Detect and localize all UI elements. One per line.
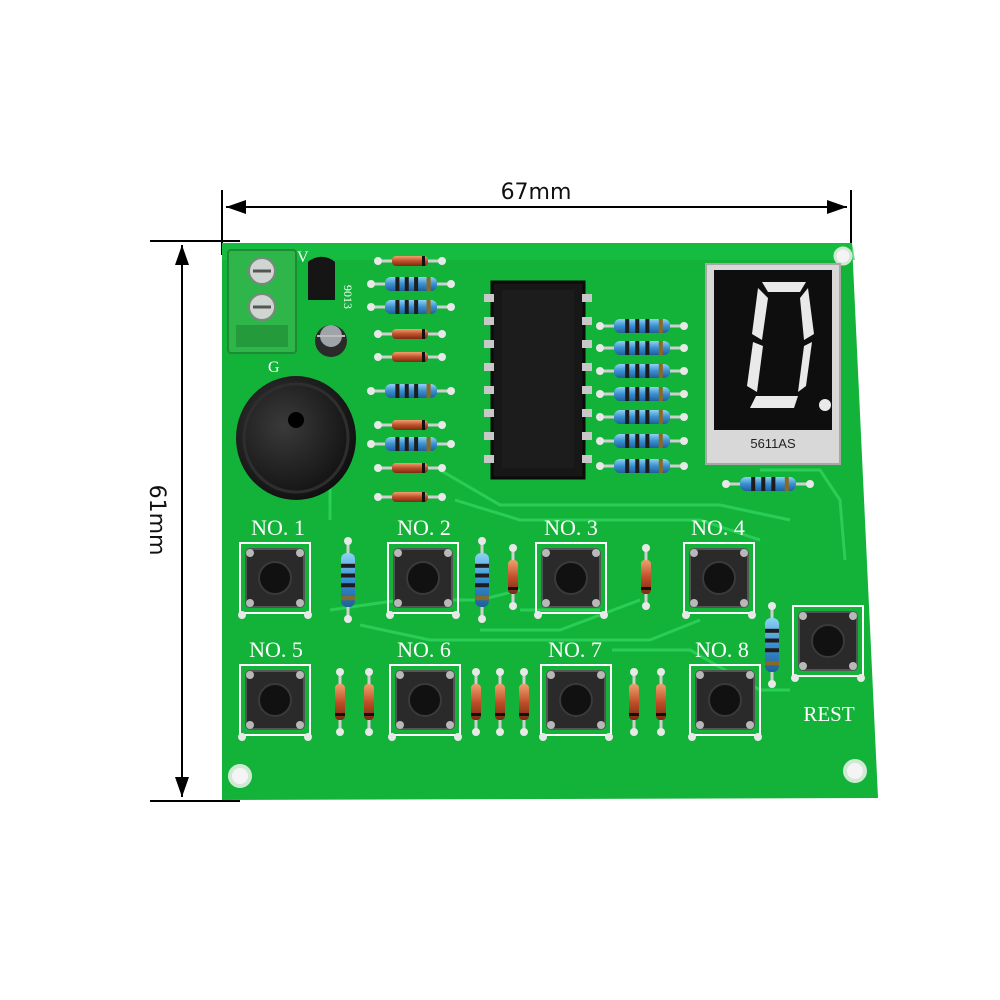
terminal-label-v: V xyxy=(297,249,309,266)
label-no4: NO. 4 xyxy=(691,515,745,540)
diode xyxy=(374,463,446,473)
seven-segment-display: 5611AS xyxy=(705,263,841,465)
resistor xyxy=(367,300,455,314)
resistor xyxy=(596,387,688,401)
resistor xyxy=(722,477,814,491)
diode xyxy=(374,352,446,362)
label-no3: NO. 3 xyxy=(544,515,598,540)
height-label: 61mm xyxy=(144,485,169,556)
button-no2[interactable] xyxy=(386,542,460,619)
button-no1[interactable] xyxy=(238,542,312,619)
height-dimension: 61mm xyxy=(144,240,240,802)
resistor xyxy=(596,410,688,424)
transistor-label: 9013 xyxy=(341,285,355,309)
button-no6[interactable] xyxy=(388,664,462,741)
transistor: 9013 xyxy=(308,256,355,309)
ic-chip xyxy=(484,280,592,480)
small-components xyxy=(335,256,814,736)
push-buttons xyxy=(238,542,865,741)
resistor xyxy=(765,602,779,688)
resistor xyxy=(341,537,355,623)
diode xyxy=(656,668,666,736)
display-part-number: 5611AS xyxy=(750,436,796,451)
resistor xyxy=(596,459,688,473)
mounting-hole xyxy=(228,764,252,788)
resistor xyxy=(367,437,455,451)
resistor xyxy=(596,341,688,355)
width-label: 67mm xyxy=(501,180,572,205)
resistor xyxy=(367,277,455,291)
diode xyxy=(519,668,529,736)
diode xyxy=(374,492,446,502)
resistor xyxy=(596,364,688,378)
label-no6: NO. 6 xyxy=(397,637,451,662)
mounting-hole xyxy=(833,246,853,266)
diode xyxy=(364,668,374,736)
diode xyxy=(641,544,651,610)
mounting-hole xyxy=(843,759,867,783)
screw-terminal: V G xyxy=(227,249,309,376)
width-dimension: 67mm xyxy=(221,180,852,255)
diode xyxy=(629,668,639,736)
buzzer xyxy=(236,376,356,500)
label-no1: NO. 1 xyxy=(251,515,305,540)
resistor xyxy=(596,434,688,448)
electrolytic-capacitor xyxy=(315,325,347,357)
reset-button[interactable] xyxy=(791,605,865,682)
diode xyxy=(471,668,481,736)
diode xyxy=(508,544,518,610)
button-no4[interactable] xyxy=(682,542,756,619)
resistor xyxy=(475,537,489,623)
button-no7[interactable] xyxy=(539,664,613,741)
label-no5: NO. 5 xyxy=(249,637,303,662)
silkscreen-labels: NO. 1 NO. 2 NO. 3 NO. 4 NO. 5 NO. 6 NO. … xyxy=(249,515,855,726)
diode xyxy=(374,329,446,339)
diode xyxy=(495,668,505,736)
label-reset: REST xyxy=(803,702,855,726)
button-no3[interactable] xyxy=(534,542,608,619)
diode xyxy=(335,668,345,736)
resistor xyxy=(367,384,455,398)
button-no8[interactable] xyxy=(688,664,762,741)
diode xyxy=(374,420,446,430)
diode xyxy=(374,256,446,266)
terminal-label-g: G xyxy=(268,359,280,376)
resistor xyxy=(596,319,688,333)
label-no2: NO. 2 xyxy=(397,515,451,540)
button-no5[interactable] xyxy=(238,664,312,741)
label-no8: NO. 8 xyxy=(695,637,749,662)
label-no7: NO. 7 xyxy=(548,637,602,662)
